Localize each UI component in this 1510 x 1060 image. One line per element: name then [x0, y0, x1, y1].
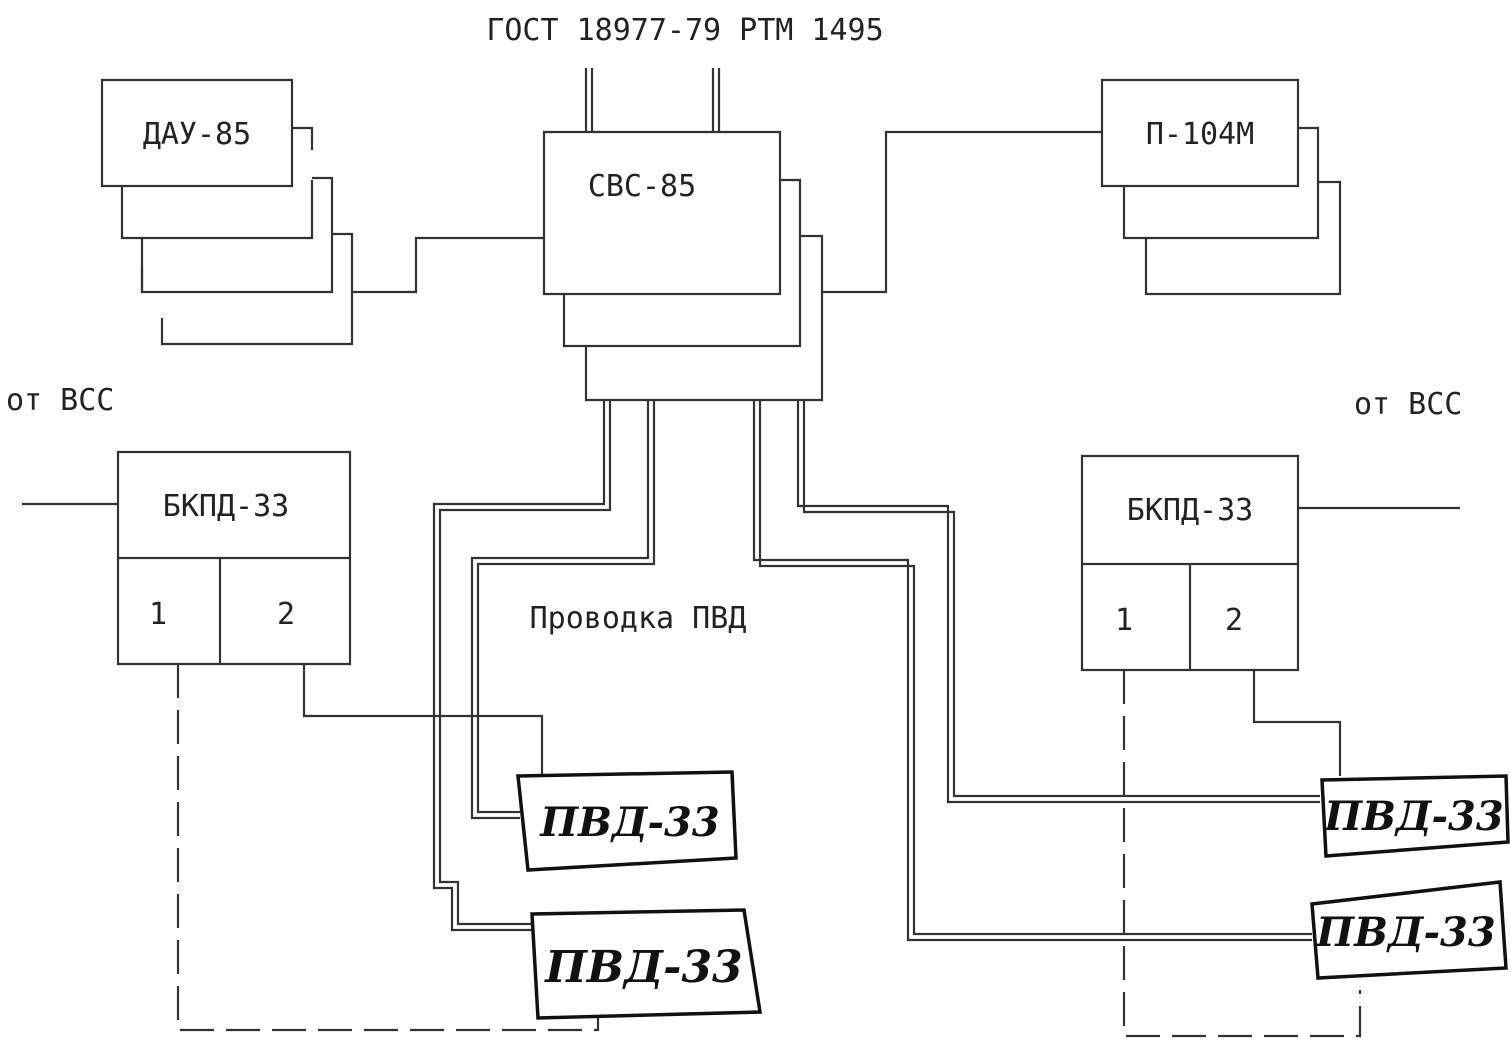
heating-wiring-right-ch1	[1122, 670, 1362, 1038]
bkpd-right-channel-1: 1	[1115, 603, 1133, 638]
pvd-33-left-upper-label: ПВД-33	[539, 799, 719, 846]
pvd-wiring-left-outer	[432, 400, 612, 932]
svs-p104m-connection	[822, 130, 1102, 294]
dau-svs-connection	[352, 236, 544, 294]
heating-wiring-left-ch1	[176, 664, 600, 1032]
pvd-33-sensor-right-upper: ПВД-33	[1320, 774, 1510, 858]
pvd-33-right-upper-label: ПВД-33	[1323, 793, 1503, 840]
bkpd-33-left-block: БКПД-33 1 2	[22, 450, 352, 666]
pvd-wiring-right-outer	[796, 400, 1320, 804]
dau-85-label: ДАУ-85	[143, 117, 251, 152]
pvd-33-left-lower-label: ПВД-33	[543, 942, 742, 993]
svs-85-block: СВС-85	[542, 130, 824, 402]
bkpd-33-right-label: БКПД-33	[1127, 493, 1253, 528]
svs-85-label: СВС-85	[588, 169, 696, 204]
pvd-wiring-right-inner	[752, 400, 1312, 942]
heating-wiring-right-ch2	[1252, 670, 1342, 776]
from-vss-left-label: от ВСС	[6, 383, 114, 418]
p-104m-label: П-104М	[1146, 117, 1254, 152]
dau-85-block: ДАУ-85	[100, 78, 354, 346]
pvd-33-right-lower-label: ПВД-33	[1315, 909, 1495, 956]
pvd-33-sensor-left-lower: ПВД-33	[530, 908, 763, 1020]
pvd-wiring-left-inner	[470, 400, 656, 820]
bkpd-33-left-label: БКПД-33	[163, 489, 289, 524]
heating-wiring-left-ch2	[302, 664, 544, 774]
bkpd-right-channel-2: 2	[1225, 603, 1243, 638]
pvd-33-sensor-right-lower: ПВД-33	[1310, 880, 1508, 980]
arinc-bus-to-svs	[584, 68, 721, 132]
bkpd-left-channel-1: 1	[149, 597, 167, 632]
diagram-title: ГОСТ 18977-79 РТМ 1495	[486, 13, 883, 48]
bkpd-33-right-block: БКПД-33 1 2	[1080, 454, 1460, 672]
p-104m-block: П-104М	[1100, 78, 1342, 296]
bkpd-left-channel-2: 2	[277, 597, 295, 632]
pvd-wiring-label: Проводка ПВД	[530, 601, 747, 636]
from-vss-right-label: от ВСС	[1354, 387, 1462, 422]
pvd-33-sensor-left-upper: ПВД-33	[516, 770, 738, 872]
